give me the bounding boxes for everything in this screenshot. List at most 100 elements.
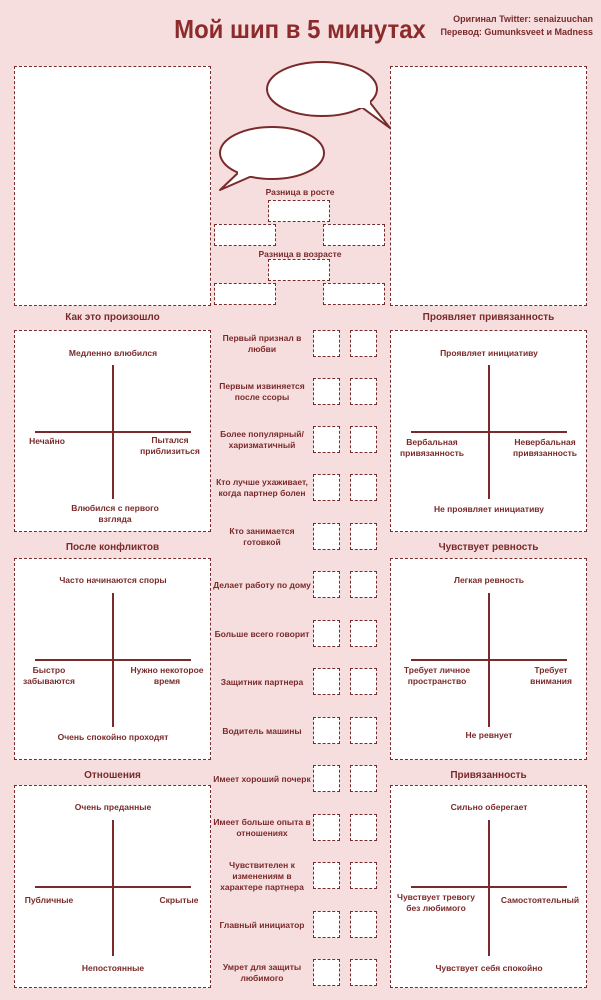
question-label: Имеет больше опыта в отношениях bbox=[213, 817, 311, 838]
chart-how-haxis bbox=[35, 431, 191, 433]
question-answer-box-left[interactable] bbox=[313, 668, 340, 695]
question-answer-box-left[interactable] bbox=[313, 620, 340, 647]
question-answer-box-right[interactable] bbox=[350, 814, 377, 841]
question-answer-box-right[interactable] bbox=[350, 378, 377, 405]
question-label: Водитель машины bbox=[222, 725, 302, 736]
question-answer-box-right[interactable] bbox=[350, 330, 377, 357]
chart-affection[interactable]: Проявляет инициативу Вербальная привязан… bbox=[390, 330, 587, 532]
chart-attachment-top-label: Сильно оберегает bbox=[450, 802, 528, 812]
chart-attachment[interactable]: Сильно оберегает Чувствует тревогу без л… bbox=[390, 785, 587, 988]
chart-relations-bottom-label: Непостоянные bbox=[81, 963, 145, 973]
question-label: Чувствителен к изменениям в характере па… bbox=[220, 859, 304, 892]
question-label: Первым извиняется после ссоры bbox=[219, 381, 305, 402]
question-label: Больше всего говорит bbox=[214, 628, 310, 639]
question-answer-box-right[interactable] bbox=[350, 862, 377, 889]
chart-relations-left-label: Публичные bbox=[24, 895, 74, 905]
chart-jealousy[interactable]: Легкая ревность Требует личное пространс… bbox=[390, 558, 587, 760]
chart-relations-haxis bbox=[35, 886, 191, 888]
speech-bubble-top bbox=[266, 61, 391, 129]
question-label: Более популярный/ харизматичный bbox=[220, 429, 304, 450]
question-answer-box-right[interactable] bbox=[350, 765, 377, 792]
credit-original: Оригинал Twitter: senaizuuchan bbox=[453, 14, 593, 24]
age-diff-center-box[interactable] bbox=[268, 259, 330, 281]
chart-how-title: Как это произошло bbox=[65, 312, 160, 323]
height-diff-left-box[interactable] bbox=[214, 224, 276, 246]
chart-conflicts[interactable]: Часто начинаются споры Быстро забываются… bbox=[14, 558, 211, 760]
page-title: Мой шип в 5 минутах bbox=[174, 14, 426, 44]
chart-attachment-haxis bbox=[411, 886, 567, 888]
chart-affection-bottom-label: Не проявляет инициативу bbox=[433, 504, 545, 514]
chart-attachment-vaxis bbox=[488, 820, 490, 956]
speech-bubble-bottom bbox=[219, 126, 325, 191]
age-diff-left-box[interactable] bbox=[214, 283, 276, 305]
height-diff-center-box[interactable] bbox=[268, 200, 330, 222]
question-answer-box-left[interactable] bbox=[313, 474, 340, 501]
chart-relations[interactable]: Очень преданные Публичные Скрытые Непост… bbox=[14, 785, 211, 988]
chart-jealousy-title: Чувствует ревность bbox=[438, 542, 539, 553]
question-answer-box-left[interactable] bbox=[313, 765, 340, 792]
question-label: Умрет для защиты любимого bbox=[222, 962, 302, 983]
chart-conflicts-left-label: Быстро забываются bbox=[23, 665, 75, 686]
photo-box-left[interactable] bbox=[14, 66, 211, 306]
question-answer-box-left[interactable] bbox=[313, 862, 340, 889]
chart-attachment-right-label: Самостоятельный bbox=[500, 895, 580, 905]
question-label: Главный инициатор bbox=[219, 919, 305, 930]
question-answer-box-right[interactable] bbox=[350, 668, 377, 695]
question-answer-box-left[interactable] bbox=[313, 911, 340, 938]
question-answer-box-right[interactable] bbox=[350, 523, 377, 550]
question-label: Имеет хороший почерк bbox=[213, 773, 311, 784]
chart-how-left-label: Нечайно bbox=[29, 436, 65, 446]
age-diff-right-box[interactable] bbox=[323, 283, 385, 305]
question-label: Первый признал в любви bbox=[222, 333, 302, 354]
photo-box-right[interactable] bbox=[390, 66, 587, 306]
chart-how-right-label: Пытался приблизиться bbox=[140, 435, 200, 456]
question-answer-box-left[interactable] bbox=[313, 814, 340, 841]
chart-how-bottom-label: Влюбился с первого взгляда bbox=[71, 503, 159, 524]
chart-jealousy-bottom-label: Не ревнует bbox=[465, 730, 513, 740]
question-answer-box-right[interactable] bbox=[350, 959, 377, 986]
chart-jealousy-top-label: Легкая ревность bbox=[453, 575, 524, 585]
chart-conflicts-right-label: Нужно некоторое время bbox=[130, 665, 204, 686]
chart-jealousy-haxis bbox=[411, 659, 567, 661]
chart-how-top-label: Медленно влюбился bbox=[68, 348, 158, 358]
question-answer-box-right[interactable] bbox=[350, 717, 377, 744]
question-label: Делает работу по дому bbox=[213, 579, 311, 590]
question-label: Кто занимается готовкой bbox=[229, 526, 295, 547]
height-diff-label: Разница в росте bbox=[265, 187, 335, 197]
chart-relations-right-label: Скрытые bbox=[159, 895, 199, 905]
age-diff-label: Разница в возрасте bbox=[258, 249, 342, 259]
question-answer-box-right[interactable] bbox=[350, 571, 377, 598]
question-answer-box-left[interactable] bbox=[313, 717, 340, 744]
question-answer-box-left[interactable] bbox=[313, 378, 340, 405]
question-answer-box-right[interactable] bbox=[350, 474, 377, 501]
chart-relations-title: Отношения bbox=[84, 770, 141, 781]
credit-translation: Перевод: Gumunksveet и Madness bbox=[440, 27, 593, 37]
question-answer-box-left[interactable] bbox=[313, 959, 340, 986]
question-label: Кто лучше ухаживает, когда партнер болен bbox=[216, 477, 308, 498]
chart-attachment-title: Привязанность bbox=[450, 770, 527, 781]
chart-conflicts-haxis bbox=[35, 659, 191, 661]
question-answer-box-left[interactable] bbox=[313, 426, 340, 453]
chart-affection-haxis bbox=[411, 431, 567, 433]
chart-attachment-bottom-label: Чувствует себя спокойно bbox=[435, 963, 543, 973]
chart-affection-top-label: Проявляет инициативу bbox=[440, 348, 538, 358]
chart-attachment-left-label: Чувствует тревогу без любимого bbox=[396, 892, 476, 913]
chart-affection-title: Проявляет привязанность bbox=[422, 312, 555, 323]
chart-affection-right-label: Невербальная привязанность bbox=[513, 437, 577, 458]
chart-relations-vaxis bbox=[112, 820, 114, 956]
height-diff-right-box[interactable] bbox=[323, 224, 385, 246]
chart-conflicts-bottom-label: Очень спокойно проходят bbox=[57, 732, 169, 742]
question-answer-box-right[interactable] bbox=[350, 426, 377, 453]
chart-jealousy-right-label: Требует внимания bbox=[530, 665, 572, 686]
question-answer-box-right[interactable] bbox=[350, 911, 377, 938]
chart-conflicts-top-label: Часто начинаются споры bbox=[59, 575, 167, 585]
question-answer-box-left[interactable] bbox=[313, 523, 340, 550]
chart-how[interactable]: Медленно влюбился Нечайно Пытался прибли… bbox=[14, 330, 211, 532]
chart-conflicts-title: После конфликтов bbox=[65, 542, 160, 553]
question-label: Защитник партнера bbox=[220, 676, 304, 687]
question-answer-box-right[interactable] bbox=[350, 620, 377, 647]
question-answer-box-left[interactable] bbox=[313, 571, 340, 598]
chart-affection-left-label: Вербальная привязанность bbox=[400, 437, 464, 458]
chart-relations-top-label: Очень преданные bbox=[74, 802, 152, 812]
question-answer-box-left[interactable] bbox=[313, 330, 340, 357]
